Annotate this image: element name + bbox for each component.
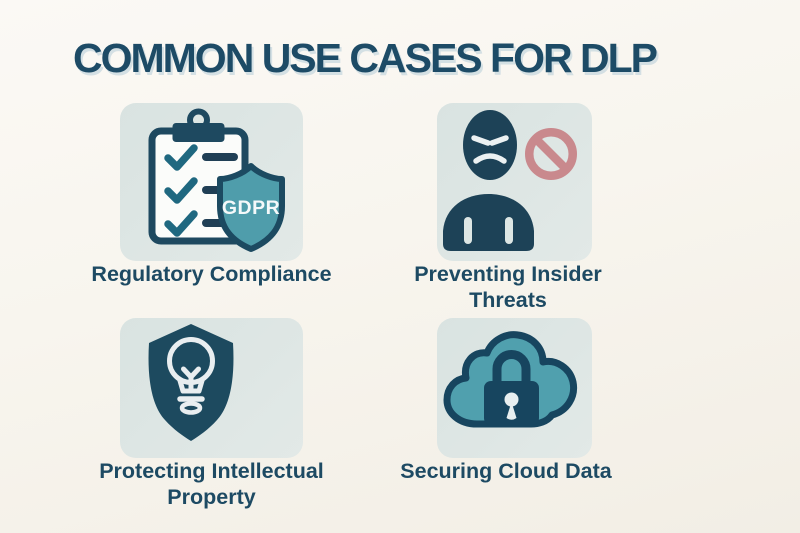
use-case-label-cloud-data: Securing Cloud Data bbox=[400, 459, 612, 483]
use-case-label-intellectual-property: Protecting Intellectual Property bbox=[99, 459, 324, 509]
use-case-tile-regulatory-compliance: GDPR bbox=[120, 103, 303, 261]
person-torso bbox=[443, 194, 534, 251]
padlock-keyhole bbox=[504, 392, 519, 420]
use-case-tile-insider-threats bbox=[437, 103, 592, 261]
gdpr-badge-text: GDPR bbox=[222, 197, 280, 219]
page-title: COMMON USE CASES FOR DLP bbox=[73, 35, 658, 81]
padlock-shackle bbox=[492, 350, 531, 384]
angry-person-prohibition-icon bbox=[443, 110, 577, 251]
prohibition-icon bbox=[525, 128, 577, 180]
use-case-label-regulatory-compliance: Regulatory Compliance bbox=[91, 262, 332, 286]
use-case-tile-intellectual-property bbox=[120, 318, 303, 458]
clipboard-checklist-gdpr-shield-icon: GDPR bbox=[148, 108, 285, 252]
clipboard-clip bbox=[172, 123, 225, 142]
cloud-shape bbox=[443, 331, 578, 428]
lightbulb bbox=[167, 337, 215, 415]
use-case-tile-cloud-data bbox=[437, 318, 592, 458]
cloud-padlock-icon bbox=[443, 331, 578, 428]
shield-lightbulb-icon bbox=[148, 324, 234, 441]
gdpr-shield bbox=[217, 163, 285, 252]
angry-face bbox=[471, 135, 509, 164]
use-case-label-insider-threats: Preventing Insider Threats bbox=[414, 262, 602, 312]
person-head bbox=[463, 110, 517, 180]
